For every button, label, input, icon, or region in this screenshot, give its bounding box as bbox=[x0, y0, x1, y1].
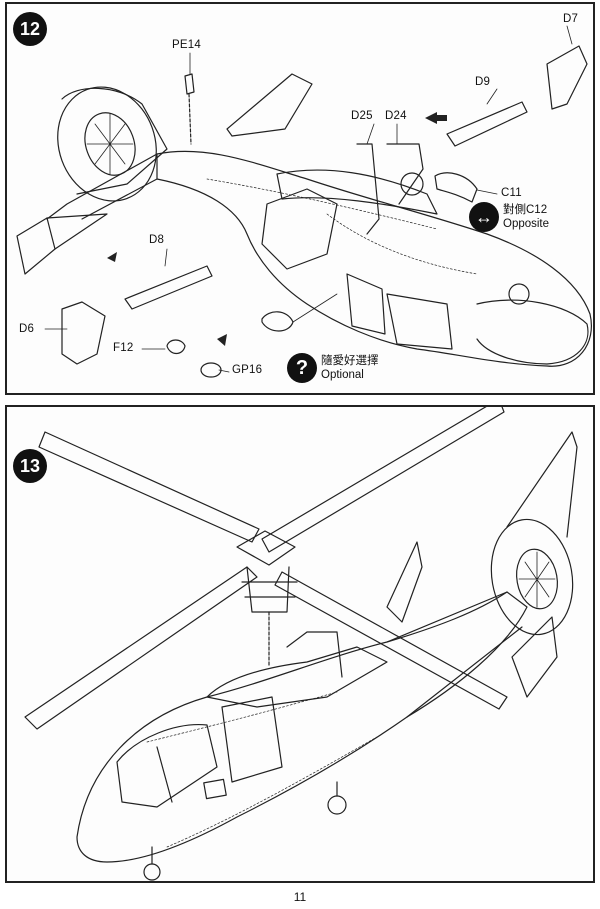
step-13-panel: 13 bbox=[5, 405, 595, 883]
part-d25 bbox=[356, 143, 380, 235]
fuselage-outline bbox=[156, 150, 592, 367]
part-f12 bbox=[166, 339, 186, 355]
pe14-antenna bbox=[184, 73, 195, 95]
step-12-panel: 12 bbox=[5, 2, 595, 395]
cockpit-glazing bbox=[116, 724, 218, 808]
panel-d9 bbox=[446, 101, 528, 147]
engine-cowling bbox=[276, 169, 438, 215]
optional-note-english: Optional bbox=[321, 369, 364, 381]
step-12-number: 12 bbox=[19, 18, 41, 39]
engine-deck bbox=[206, 646, 388, 708]
opposite-note-english: Opposite bbox=[503, 218, 550, 230]
nose-wheel bbox=[143, 863, 161, 881]
cabin-windows bbox=[261, 188, 338, 270]
fenestron-fan bbox=[516, 548, 558, 610]
direction-arrow-icon bbox=[107, 112, 447, 346]
part-gp16 bbox=[200, 362, 222, 378]
label-d9: D9 bbox=[475, 76, 491, 88]
nose-outline bbox=[476, 299, 589, 365]
label-gp16: GP16 bbox=[232, 364, 263, 376]
label-pe14: PE14 bbox=[172, 39, 201, 51]
optional-note-chinese: 隨愛好選擇 bbox=[321, 355, 379, 367]
fenestron-fan bbox=[84, 112, 136, 176]
page-number: 11 bbox=[293, 890, 307, 904]
stabilizer-left bbox=[16, 213, 108, 275]
fuselage-outline bbox=[76, 591, 528, 863]
fin-d7 bbox=[546, 45, 588, 110]
cabin-door bbox=[221, 696, 283, 783]
label-d6: D6 bbox=[19, 323, 35, 335]
label-d8: D8 bbox=[149, 234, 165, 246]
rotor-blade-1 bbox=[261, 407, 505, 553]
horizontal-stabilizer-right bbox=[511, 616, 558, 698]
opposite-note-chinese: 對側C12 bbox=[503, 204, 548, 216]
fenestron-housing bbox=[490, 518, 574, 636]
optional-question-icon: ? bbox=[287, 353, 317, 383]
step-13-number: 13 bbox=[19, 455, 41, 476]
main-wheel bbox=[327, 795, 347, 815]
tail-boom bbox=[386, 591, 523, 718]
step-13-diagram bbox=[24, 407, 578, 881]
part-searchlight bbox=[261, 311, 294, 332]
part-c11 bbox=[434, 172, 478, 203]
part-d24 bbox=[386, 143, 424, 205]
label-d7: D7 bbox=[563, 13, 579, 25]
label-f12: F12 bbox=[113, 342, 134, 354]
rotor-hub bbox=[236, 530, 296, 566]
step-12-diagram bbox=[16, 25, 592, 378]
tail-fin bbox=[61, 87, 168, 195]
fenestron-housing bbox=[57, 86, 157, 202]
stabilizer-d6 bbox=[61, 301, 106, 365]
rotor-blade-2 bbox=[38, 431, 260, 543]
rotor-blade-4 bbox=[274, 571, 508, 710]
stabilizer-upper bbox=[226, 73, 313, 137]
label-c11: C11 bbox=[501, 187, 522, 199]
opposite-arrow-icon: ↔ bbox=[469, 202, 499, 232]
label-d25: D25 bbox=[351, 110, 373, 122]
panel-d8 bbox=[124, 265, 213, 310]
optional-note: 隨愛好選擇 Optional bbox=[321, 354, 379, 382]
opposite-note: 對側C12 Opposite bbox=[503, 203, 549, 231]
rotor-blade-3 bbox=[24, 566, 258, 730]
horizontal-stabilizer-left bbox=[386, 541, 423, 623]
label-d24: D24 bbox=[385, 110, 407, 122]
tail-fin bbox=[506, 431, 578, 538]
step-13-badge: 13 bbox=[13, 449, 47, 483]
step-12-badge: 12 bbox=[13, 12, 47, 46]
